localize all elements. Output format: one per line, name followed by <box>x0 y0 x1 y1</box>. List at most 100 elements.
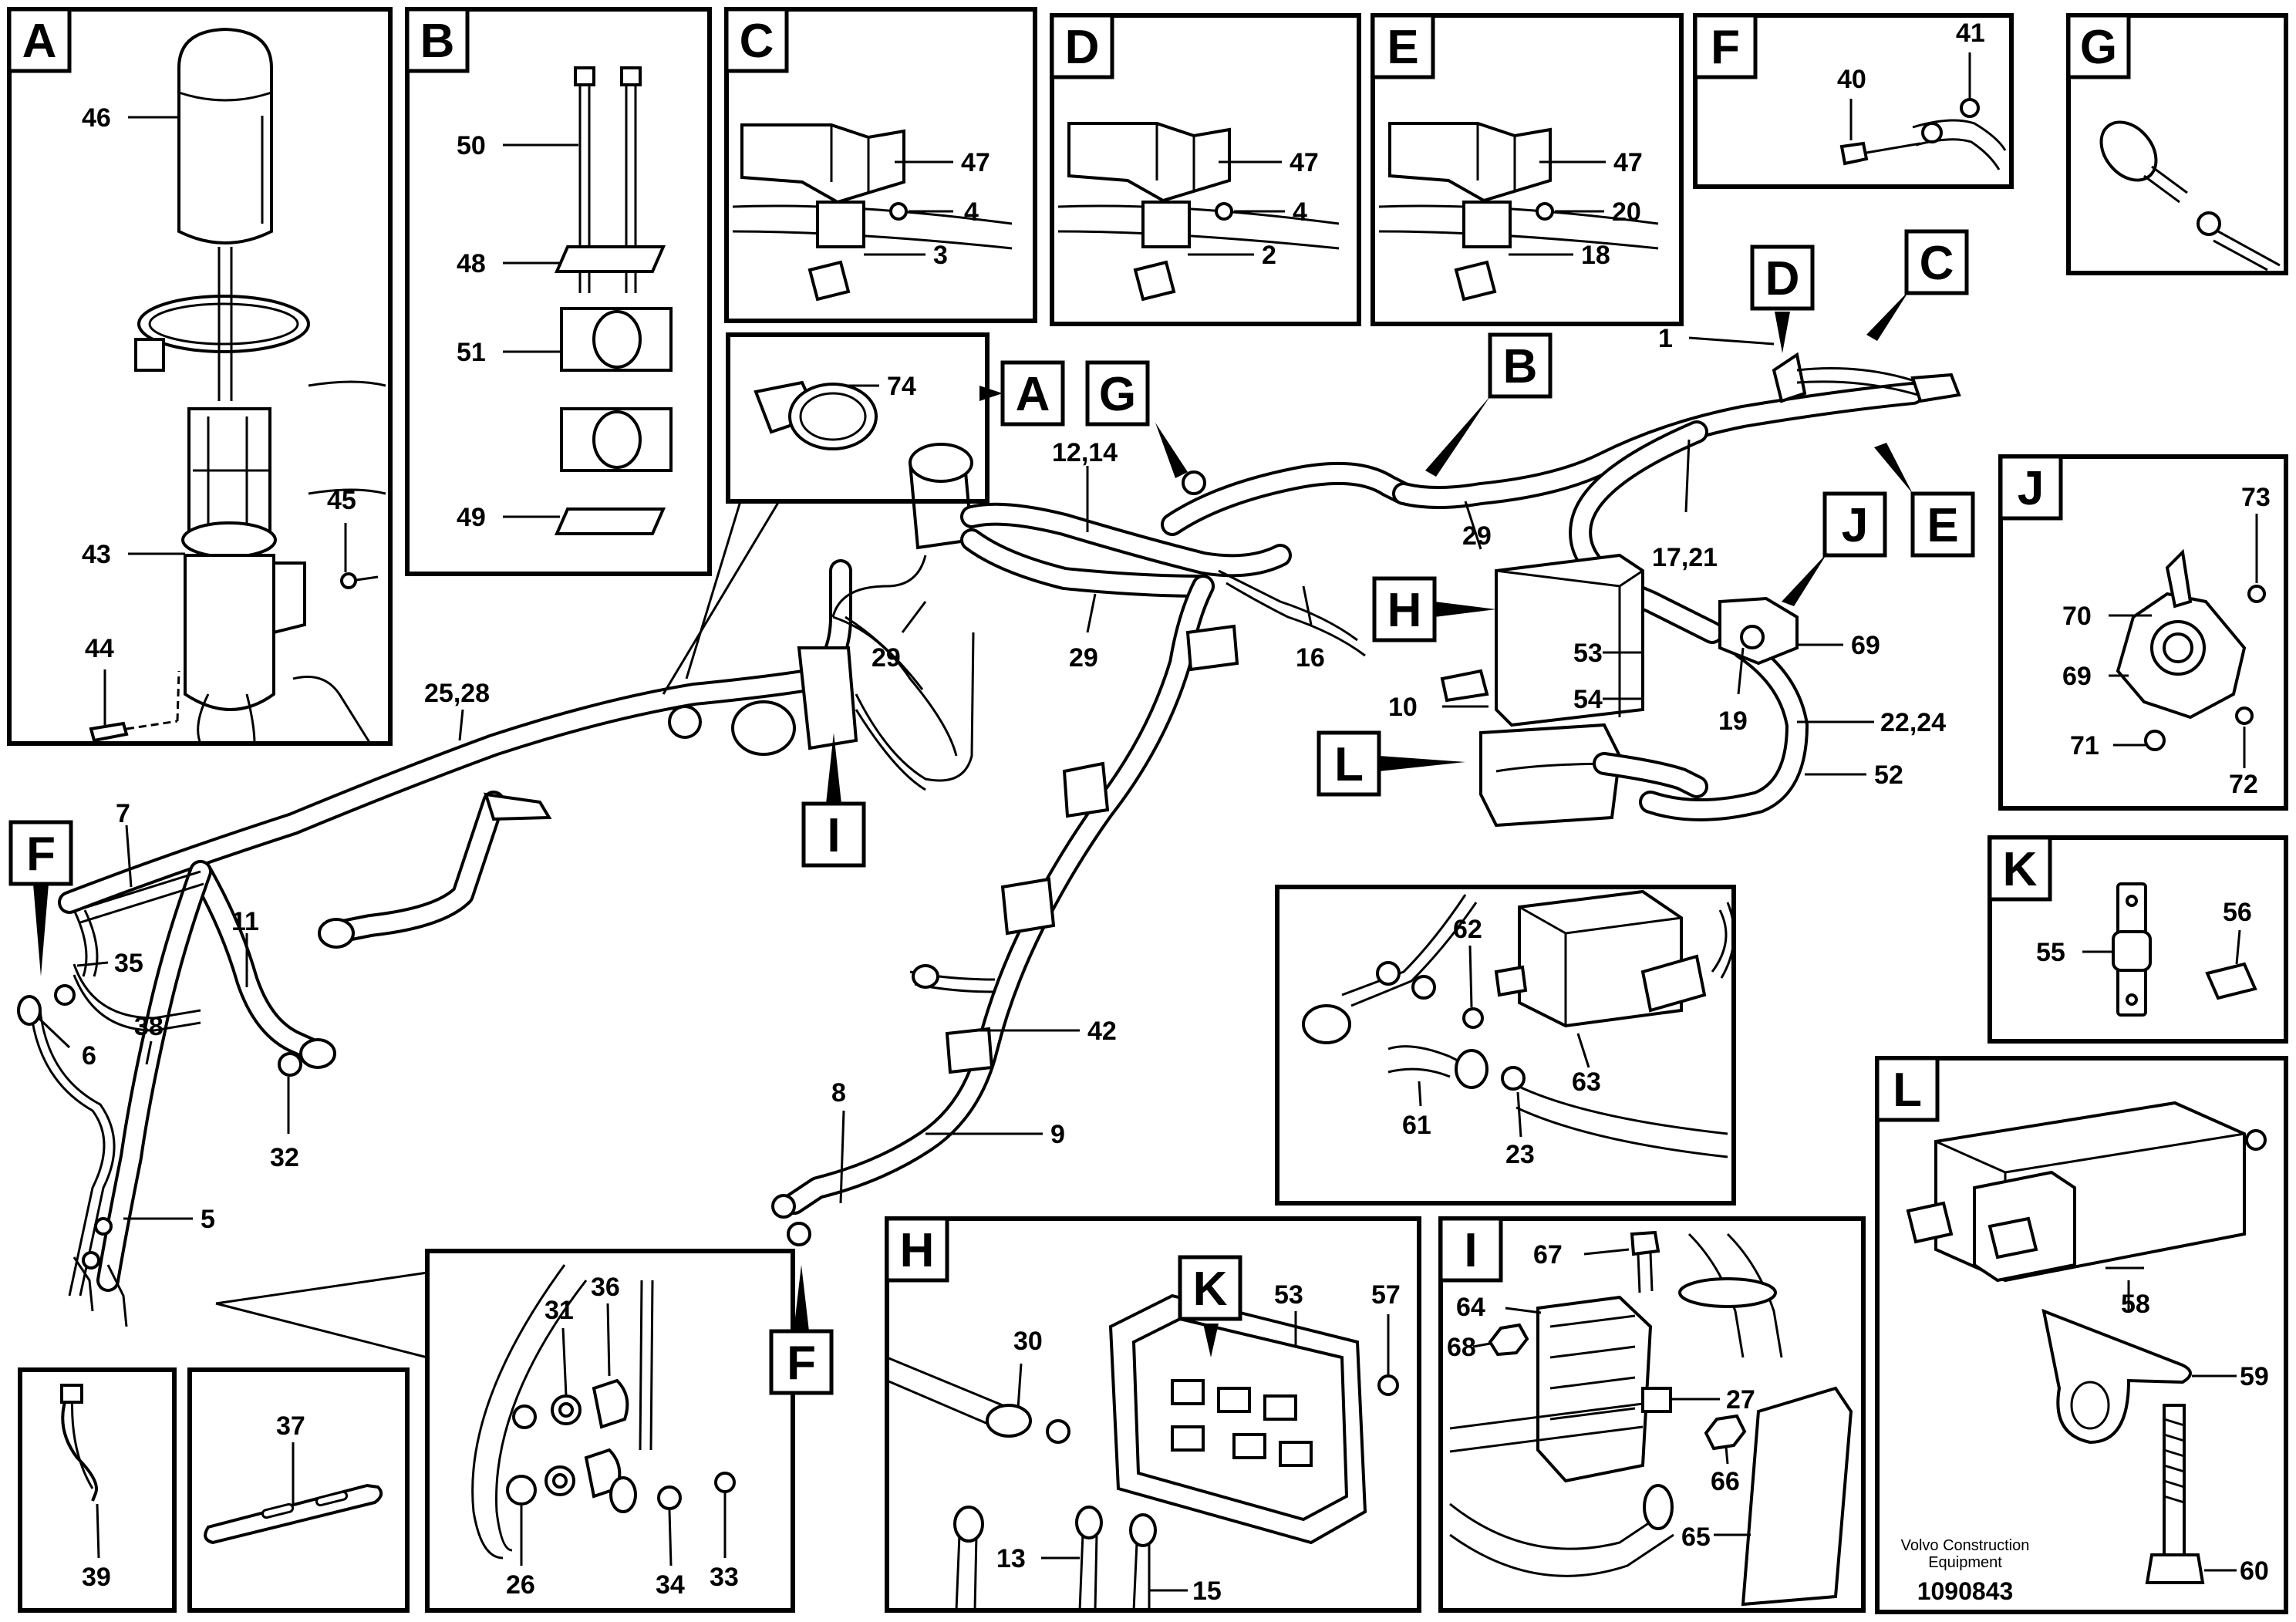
label-22-24: 22,24 <box>1880 708 1946 737</box>
relay-l <box>1479 723 1622 828</box>
label-31: 31 <box>544 1296 574 1325</box>
panel-i-tag-text: I <box>1464 1224 1477 1277</box>
label-50: 50 <box>457 131 486 160</box>
connector-64 <box>1536 1295 1653 1483</box>
clamp-buckle <box>134 338 165 372</box>
panel-g-tag <box>2066 13 2131 79</box>
label-23: 23 <box>1505 1140 1535 1169</box>
label-59: 59 <box>2240 1362 2269 1391</box>
panel-a-tag-text: A <box>22 15 57 68</box>
label-6: 6 <box>82 1041 96 1071</box>
callout-e-text: E <box>1927 499 1958 552</box>
panel-g: G <box>2066 13 2288 275</box>
label-30: 30 <box>1013 1327 1043 1356</box>
label-65: 65 <box>1681 1523 1711 1552</box>
washer-45 <box>340 572 357 589</box>
label-3: 3 <box>933 241 948 270</box>
callout-f-bottom <box>769 1329 834 1395</box>
label-60: 60 <box>2240 1556 2269 1586</box>
label-68: 68 <box>1447 1333 1476 1362</box>
label-54: 54 <box>1573 685 1603 714</box>
inset-relay <box>1518 889 1683 1028</box>
label-46: 46 <box>82 103 111 133</box>
panel-k-tag <box>1988 835 2052 902</box>
inset-relay-detail: 62 63 61 23 <box>1275 885 1736 1206</box>
cover-plate <box>554 245 666 273</box>
panel-b-tag <box>405 7 470 73</box>
label-11: 11 <box>231 907 259 936</box>
label-33: 33 <box>710 1563 739 1592</box>
callout-b-text: B <box>1503 340 1538 393</box>
panel-e-tag <box>1371 13 1435 79</box>
label-41: 41 <box>1956 19 1985 48</box>
callout-f-left <box>8 820 73 886</box>
panel-d: D 47 4 2 <box>1050 13 1361 326</box>
panel-c-tag-text: C <box>740 15 774 68</box>
panel-a-tag <box>7 7 72 73</box>
callout-i <box>801 801 866 868</box>
callout-i-text: I <box>827 809 840 862</box>
label-17-21: 17,21 <box>1652 543 1718 572</box>
label-38: 38 <box>134 1012 164 1041</box>
panel-a: A 46 43 45 44 <box>7 7 393 746</box>
main-labels: 74 12,14 29 29 29 16 25,28 7 11 35 6 38 … <box>37 324 1946 1234</box>
panel-i: I 67 64 68 27 66 65 <box>1438 1216 1866 1613</box>
label-36: 36 <box>591 1273 620 1302</box>
base-plate <box>554 508 666 535</box>
label-49: 49 <box>457 503 486 532</box>
label-32: 32 <box>270 1143 299 1172</box>
callout-h-text: H <box>1387 584 1422 637</box>
main-callouts: A G B D C E J H L I <box>8 229 1975 1395</box>
label-73: 73 <box>2241 483 2271 512</box>
panel-b: B 50 48 51 49 <box>405 7 712 576</box>
label-47-d: 47 <box>1290 148 1319 177</box>
label-2: 2 <box>1262 241 1276 270</box>
rubber-boot <box>177 27 273 244</box>
panel-h-tag <box>885 1216 949 1283</box>
panel-f: F 40 41 <box>1693 13 2014 189</box>
panel-k-tag-text: K <box>2003 843 2038 896</box>
callout-k <box>1178 1255 1242 1321</box>
label-40: 40 <box>1837 65 1866 94</box>
label-67: 67 <box>1533 1240 1563 1270</box>
label-4-c: 4 <box>964 197 979 227</box>
label-8: 8 <box>831 1078 846 1108</box>
relay-i <box>797 646 858 750</box>
panel-k: K 55 56 <box>1988 835 2288 1044</box>
label-26: 26 <box>506 1570 535 1600</box>
label-15: 15 <box>1192 1576 1222 1606</box>
label-18: 18 <box>1581 241 1610 270</box>
label-71: 71 <box>2070 731 2099 760</box>
label-70: 70 <box>2062 602 2092 631</box>
company-name: Volvo Construction <box>1901 1537 2030 1554</box>
label-63: 63 <box>1572 1067 1601 1097</box>
panel-b-tag-text: B <box>420 15 455 68</box>
cover-65 <box>1741 1386 1853 1607</box>
callout-j <box>1822 491 1887 558</box>
label-19: 19 <box>1718 706 1748 736</box>
label-39: 39 <box>82 1563 111 1592</box>
panel-l: L 58 59 60 Volvo Construction Equipment … <box>1875 1056 2288 1614</box>
callout-g <box>1085 360 1150 427</box>
callout-f-bottom-text: F <box>787 1337 816 1390</box>
label-4-d: 4 <box>1293 197 1307 227</box>
label-1: 1 <box>1658 324 1673 353</box>
panel-f-tag <box>1693 13 1758 79</box>
callout-k-text: K <box>1193 1263 1228 1316</box>
label-12-14: 12,14 <box>1052 438 1118 467</box>
label-56: 56 <box>2223 898 2252 927</box>
connector-g <box>1182 470 1206 495</box>
label-62: 62 <box>1453 915 1482 944</box>
callout-g-text: G <box>1099 368 1136 421</box>
panel-h: H K 30 53 57 13 15 <box>885 1216 1421 1613</box>
label-45: 45 <box>327 486 356 515</box>
label-57: 57 <box>1371 1280 1401 1310</box>
panel-c-tag <box>724 7 789 73</box>
label-37: 37 <box>276 1411 305 1441</box>
label-25-28: 25,28 <box>424 679 490 708</box>
panel-j-tag-text: J <box>2018 462 2044 515</box>
panel-plate: 37 <box>187 1367 410 1613</box>
panel-f-tag-text: F <box>1711 21 1740 74</box>
label-61: 61 <box>1402 1111 1431 1140</box>
